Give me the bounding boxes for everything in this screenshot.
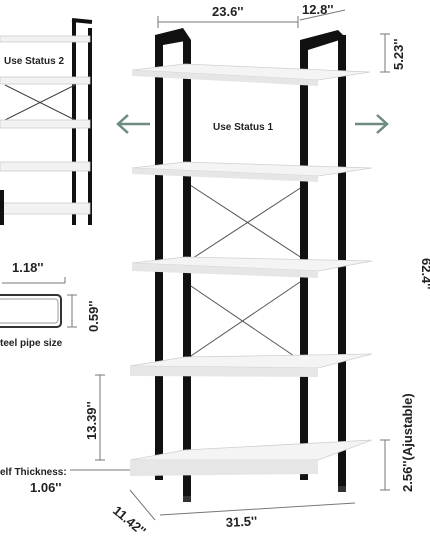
top-gap-label: 5.23''	[391, 39, 406, 70]
dimension-lines	[70, 9, 390, 521]
pipe-height-label: 0.59''	[86, 301, 101, 332]
bottom-depth-label: 11.42''	[110, 503, 149, 537]
arrow-right-icon	[355, 114, 389, 134]
bottom-gap-label: 2.56''(Ajustable)	[400, 393, 415, 492]
small-shelf-illustration	[0, 18, 93, 225]
arrow-left-icon	[116, 114, 150, 134]
status-2-label: Use Status 2	[4, 56, 64, 67]
main-bookshelf	[129, 28, 373, 502]
top-width-label: 23.6''	[212, 4, 243, 19]
pipe-width-label: 1.18''	[12, 260, 43, 275]
shelf-thickness-caption: elf Thickness:	[0, 467, 67, 478]
total-height-label: 62.4''	[419, 258, 430, 289]
status-1-label: Use Status 1	[213, 122, 273, 133]
bottom-width-label: 31.5''	[225, 513, 257, 530]
shelf-thickness-label: 1.06''	[30, 480, 61, 495]
pipe-caption: teel pipe size	[0, 338, 63, 349]
pipe-cross-section	[0, 277, 77, 328]
top-depth-label: 12.8''	[302, 2, 333, 17]
middle-gap-label: 13.39''	[84, 401, 99, 440]
